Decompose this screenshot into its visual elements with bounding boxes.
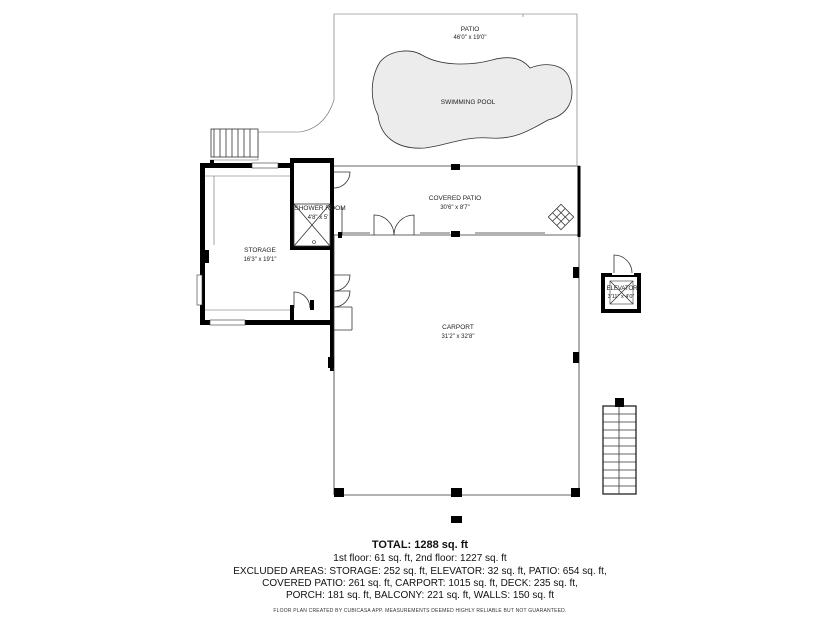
- disclaimer: FLOOR PLAN CREATED BY CUBICASA APP. MEAS…: [273, 608, 567, 614]
- storage-dims: 16'3" x 19'1": [244, 257, 277, 263]
- shower-room-label: SHOWER ROOM: [294, 205, 345, 212]
- elevator-dims: 3'11" x 4'0": [608, 294, 635, 300]
- elevator-shaft: [601, 254, 641, 313]
- exterior-stairs: [602, 398, 637, 495]
- shower-room-dims: 4'8" x 5': [308, 215, 329, 221]
- elevator-label: ELEVATOR: [606, 286, 638, 292]
- total-area: TOTAL: 1288 sq. ft: [371, 539, 469, 551]
- storage-walls: [196, 158, 353, 371]
- pool-label: SWIMMING POOL: [441, 99, 496, 106]
- deck-stairs: [210, 128, 259, 158]
- covered-patio-dims: 30'6" x 8'7": [440, 205, 470, 211]
- carport-dims: 31'2" x 32'8": [442, 334, 475, 340]
- carport-label: CARPORT: [442, 324, 474, 331]
- covered-patio-label: COVERED PATIO: [429, 195, 482, 202]
- floor-areas: 1st floor: 61 sq. ft, 2nd floor: 1227 sq…: [333, 553, 507, 564]
- excluded-areas-line-1: EXCLUDED AREAS: STORAGE: 252 sq. ft, ELE…: [233, 566, 607, 577]
- storage-label: STORAGE: [244, 247, 276, 254]
- patio-label: PATIO: [461, 26, 480, 33]
- shower-room: [293, 203, 331, 247]
- excluded-areas-line-3: PORCH: 181 sq. ft, BALCONY: 221 sq. ft, …: [285, 590, 555, 601]
- covered-patio-area: [334, 164, 581, 237]
- swimming-pool: [371, 50, 573, 149]
- patio-dims: 46'0" x 19'0": [454, 35, 487, 41]
- floor-plan: PATIO 46'0" x 19'0" SWIMMING POOL COVERE…: [196, 13, 641, 523]
- patio-area: [210, 13, 578, 165]
- excluded-areas-line-2: COVERED PATIO: 261 sq. ft, CARPORT: 1015…: [262, 578, 578, 589]
- carport-area: [328, 235, 580, 523]
